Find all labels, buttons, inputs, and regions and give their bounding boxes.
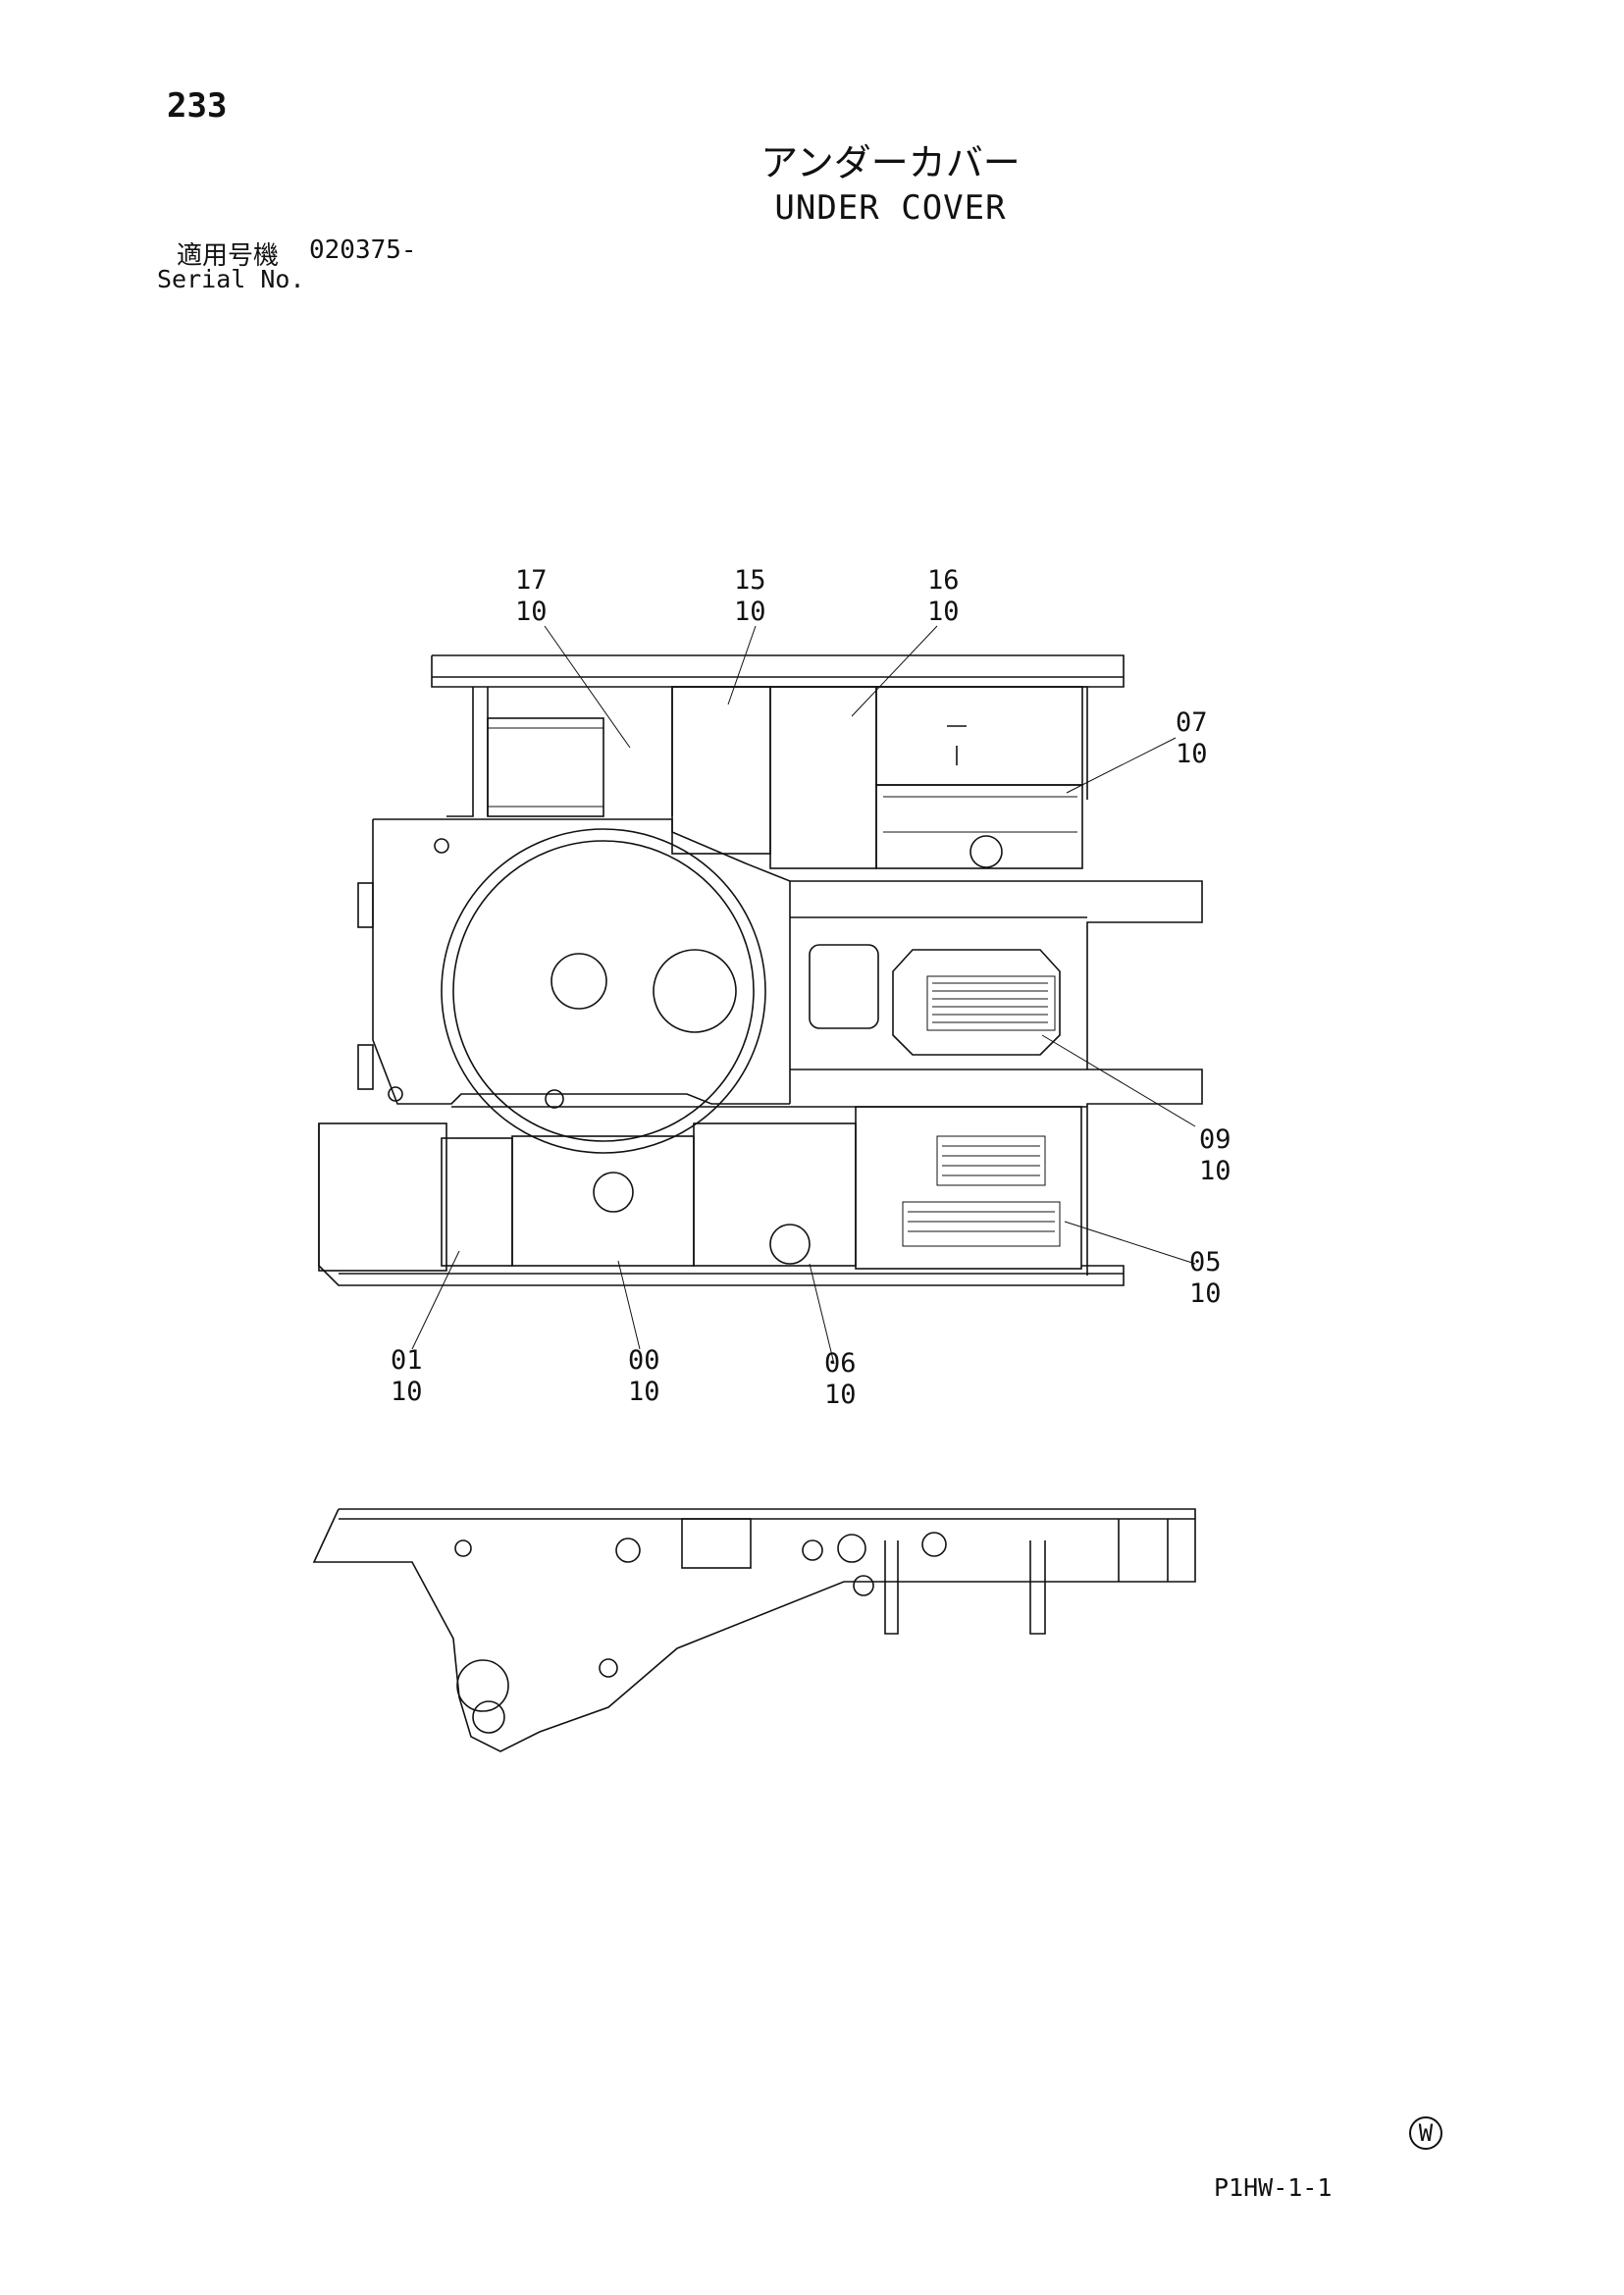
page-number: 233 [167,86,228,126]
callout-quantity: 10 [1176,739,1208,769]
callout-quantity: 10 [1199,1156,1231,1186]
callout-part-number: 09 [1199,1124,1231,1155]
top-view-frame [318,654,1203,1286]
callout-part-number: 05 [1189,1247,1222,1278]
callout-quantity: 10 [391,1377,423,1407]
callout-part-number: 00 [628,1345,660,1376]
callout-part-number: 15 [734,565,766,596]
callout-16: 16 10 [927,565,960,627]
callout-quantity: 10 [824,1380,857,1410]
callout-quantity: 10 [628,1377,660,1407]
grille-05-slats [902,1135,1061,1247]
callout-00: 00 10 [628,1345,660,1407]
serial-number-value: 020375- [309,235,417,265]
callout-15: 15 10 [734,565,766,627]
grille-09-slats [932,982,1048,1023]
callout-part-number: 07 [1176,707,1208,738]
callout-part-number: 17 [515,565,548,596]
callout-quantity: 10 [1189,1278,1222,1309]
serial-label-english: Serial No. [157,265,305,293]
callout-07: 07 10 [1176,707,1208,769]
watermark-logo: W [1409,2116,1442,2150]
callout-01: 01 10 [391,1345,423,1407]
callout-part-number: 01 [391,1345,423,1376]
callout-quantity: 10 [515,597,548,627]
side-view-frame [312,1508,1196,1752]
callout-06: 06 10 [824,1348,857,1410]
footer-code: P1HW-1-1 [1214,2173,1333,2202]
callout-09: 09 10 [1199,1124,1231,1186]
callout-quantity: 10 [927,597,960,627]
page-title-english: UNDER COVER [774,188,1007,228]
callout-17: 17 10 [515,565,548,627]
callout-part-number: 16 [927,565,960,596]
page-title-japanese: アンダーカバー [760,141,1021,184]
callout-leaders [411,625,1196,1365]
callout-05: 05 10 [1189,1247,1222,1309]
callout-part-number: 06 [824,1348,857,1379]
callout-quantity: 10 [734,597,766,627]
serial-label-japanese: 適用号機 [177,241,280,271]
